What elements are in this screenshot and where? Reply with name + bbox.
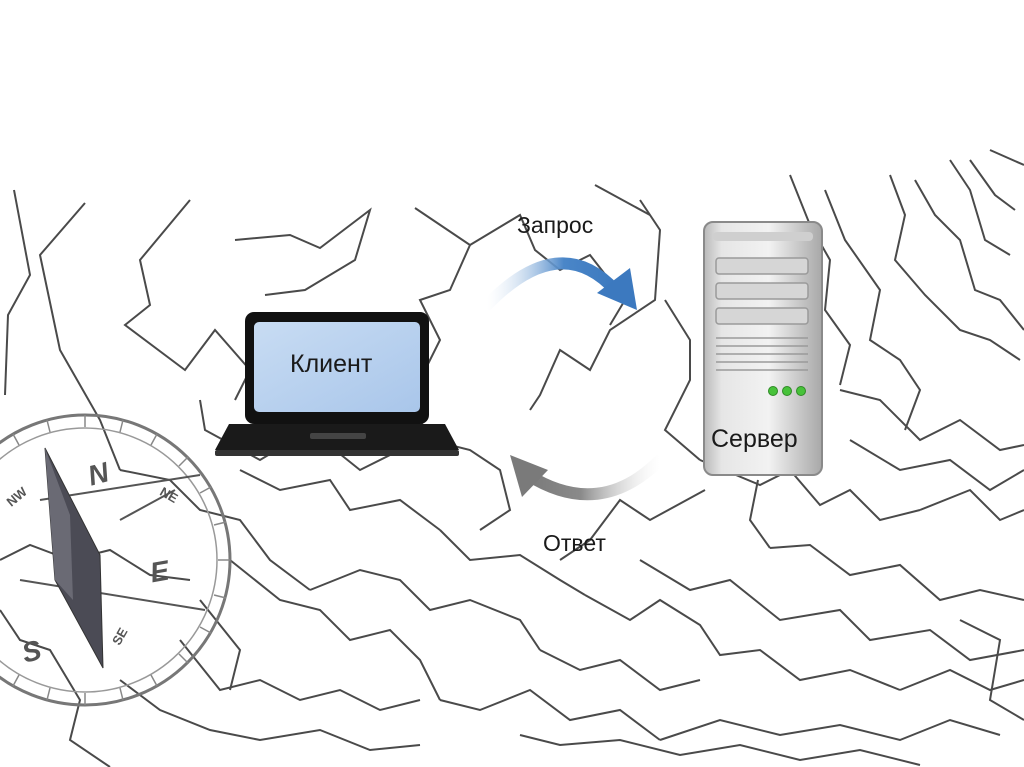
compass-label-se: SE xyxy=(109,625,131,648)
server-icon xyxy=(703,221,823,476)
server-led-1 xyxy=(768,386,778,396)
compass-label-e: E xyxy=(148,554,173,588)
compass-ticks xyxy=(12,415,230,705)
response-arrow xyxy=(510,454,666,501)
server-led-3 xyxy=(796,386,806,396)
compass-label-nw: NW xyxy=(4,484,31,510)
laptop-icon xyxy=(215,312,459,456)
request-label: Запрос xyxy=(517,212,594,238)
topographic-map-background xyxy=(0,149,1024,767)
client-label: Клиент xyxy=(290,350,373,378)
compass-label-s: S xyxy=(19,634,45,669)
server-label: Сервер xyxy=(711,425,798,453)
server-led-2 xyxy=(782,386,792,396)
request-arrow xyxy=(481,257,637,311)
response-label: Ответ xyxy=(543,530,606,556)
compass-label-n: N xyxy=(85,456,113,491)
